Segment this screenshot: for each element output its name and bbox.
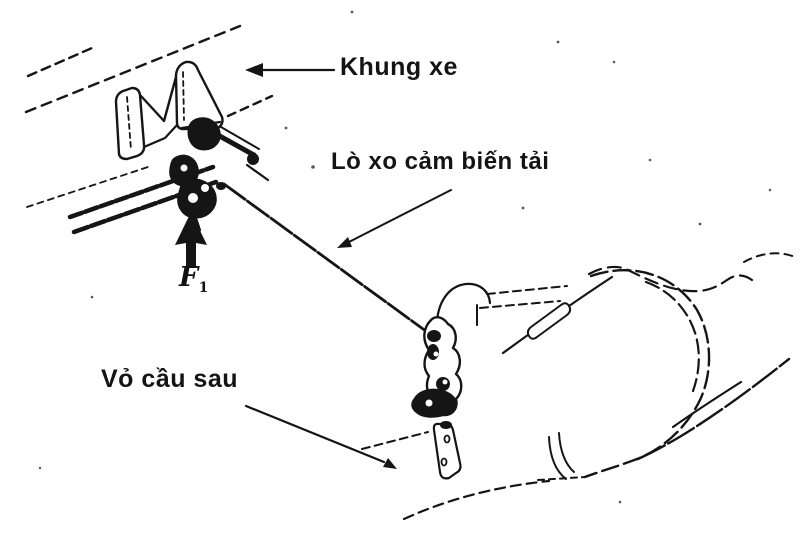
arrow-down-right-icon: [383, 458, 397, 469]
rear-axle-housing-label: Vỏ cầu sau: [101, 365, 238, 393]
rear-axle-housing: [361, 252, 796, 521]
axle-leader-arrow: [244, 404, 397, 469]
axle-lever-assembly: [411, 275, 614, 480]
frame-leader-arrow: [245, 63, 336, 77]
load-sensing-spring-rod: [222, 182, 436, 339]
spring-leader-arrow: [337, 189, 452, 248]
arrow-left-icon: [245, 63, 263, 77]
arrow-up-icon: [175, 212, 207, 268]
load-sensing-spring-label: Lò xo cảm biến tải: [331, 148, 550, 175]
force-symbol: F: [179, 262, 199, 293]
frame-label: Khung xe: [340, 53, 458, 81]
force-subscript: 1: [198, 280, 209, 296]
scan-noise: [38, 10, 772, 504]
frame-rails: [24, 24, 274, 118]
arrow-down-left-icon: [337, 237, 352, 248]
leveling-valve-mechanism: [169, 117, 270, 232]
force-f1-label: F1: [179, 264, 209, 295]
force-arrow: [175, 212, 207, 268]
